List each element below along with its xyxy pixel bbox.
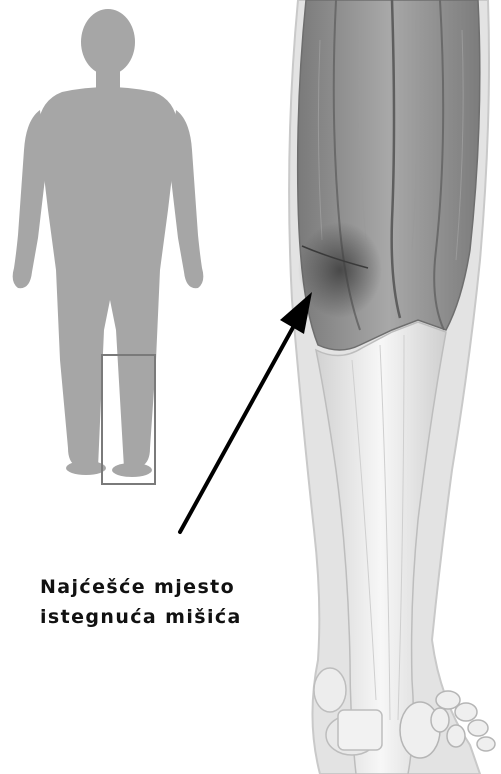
calf-muscle-anatomy	[289, 0, 495, 774]
human-silhouette	[13, 9, 204, 477]
callout-label: Najćešće mjesto istegnuća mišića	[40, 572, 310, 632]
callout-line-2: istegnuća mišića	[40, 602, 310, 632]
pointer-arrow	[180, 292, 312, 532]
callout-line-1: Najćešće mjesto	[40, 572, 310, 602]
